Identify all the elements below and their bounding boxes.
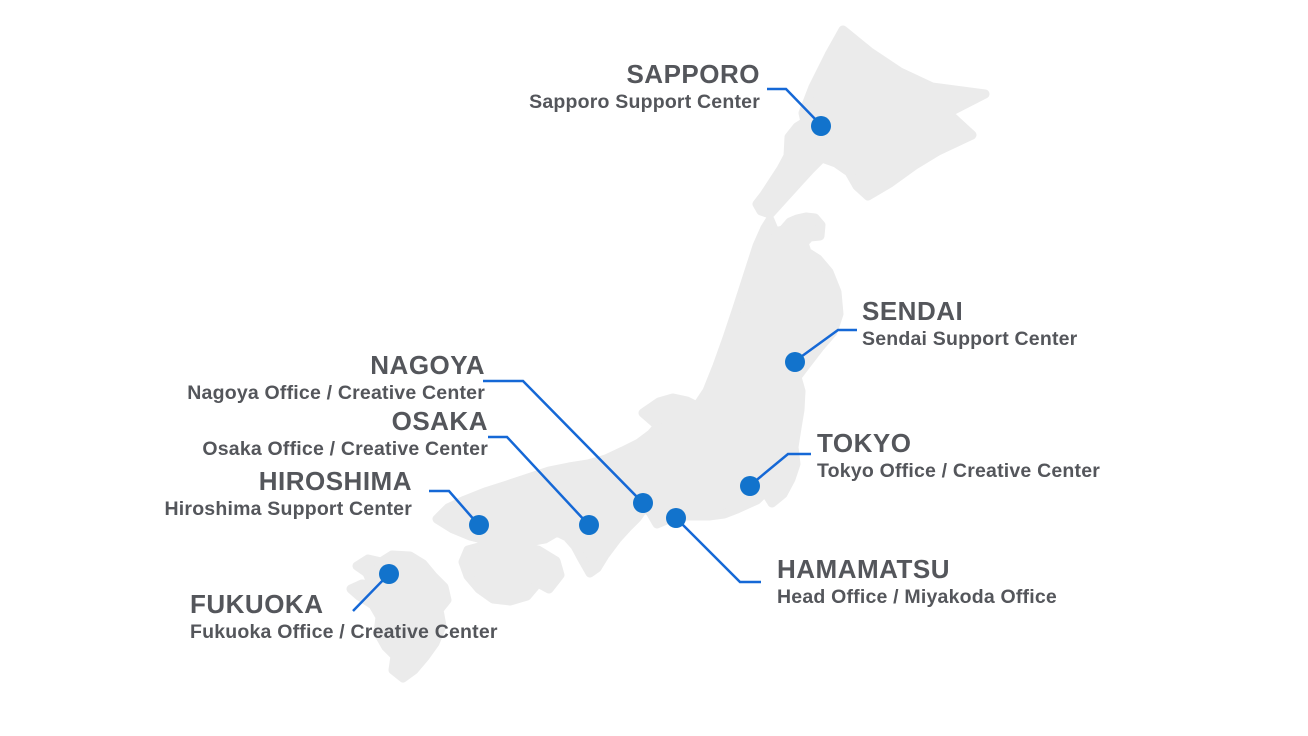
city-name-nagoya: NAGOYA [370,350,485,380]
hamamatsu-connector-line [678,520,761,584]
fukuoka-connector-line [352,576,387,612]
city-name-sendai: SENDAI [862,296,964,326]
city-name-hiroshima: HIROSHIMA [258,466,412,496]
fukuoka-marker [379,564,399,584]
city-label-hiroshima: HIROSHIMA Hiroshima Support Center [165,468,413,520]
city-subtitle-tokyo: Tokyo Office / Creative Center [817,460,1101,482]
city-label-nagoya: NAGOYA Nagoya Office / Creative Center [187,352,485,404]
city-subtitle-hiroshima: Hiroshima Support Center [164,498,412,520]
city-subtitle-sapporo: Sapporo Support Center [529,91,760,113]
hamamatsu-marker [666,508,686,528]
sapporo-marker [811,116,831,136]
city-subtitle-osaka: Osaka Office / Creative Center [202,438,488,460]
sendai-connector-line [797,328,857,361]
sapporo-connector-line [767,87,819,123]
hokkaido-shape [752,25,990,219]
city-name-osaka: OSAKA [391,406,488,436]
city-name-hamamatsu: HAMAMATSU [777,554,950,584]
city-subtitle-hamamatsu: Head Office / Miyakoda Office [777,586,1057,608]
city-name-tokyo: TOKYO [817,428,912,458]
city-subtitle-nagoya: Nagoya Office / Creative Center [187,382,485,404]
hiroshima-connector-line [429,489,477,523]
city-label-hamamatsu: HAMAMATSU Head Office / Miyakoda Office [777,556,1057,608]
city-name-sapporo: SAPPORO [626,59,760,89]
honshu-shape [432,212,844,578]
nagoya-marker [633,493,653,513]
kyushu-shape [346,550,452,683]
osaka-connector-line [488,435,587,523]
tokyo-connector-line [752,452,811,484]
city-label-sapporo: SAPPORO Sapporo Support Center [529,61,760,113]
shikoku-shape [458,539,565,606]
city-subtitle-sendai: Sendai Support Center [862,328,1078,350]
nagoya-connector-line [483,379,641,501]
city-label-osaka: OSAKA Osaka Office / Creative Center [202,408,488,460]
city-label-tokyo: TOKYO Tokyo Office / Creative Center [817,430,1100,482]
hiroshima-marker [469,515,489,535]
city-label-fukuoka: FUKUOKA Fukuoka Office / Creative Center [190,591,498,643]
osaka-marker [579,515,599,535]
city-label-sendai: SENDAI Sendai Support Center [862,298,1077,350]
city-name-fukuoka: FUKUOKA [190,589,324,619]
sendai-marker [785,352,805,372]
tokyo-marker [740,476,760,496]
city-subtitle-fukuoka: Fukuoka Office / Creative Center [190,621,498,643]
